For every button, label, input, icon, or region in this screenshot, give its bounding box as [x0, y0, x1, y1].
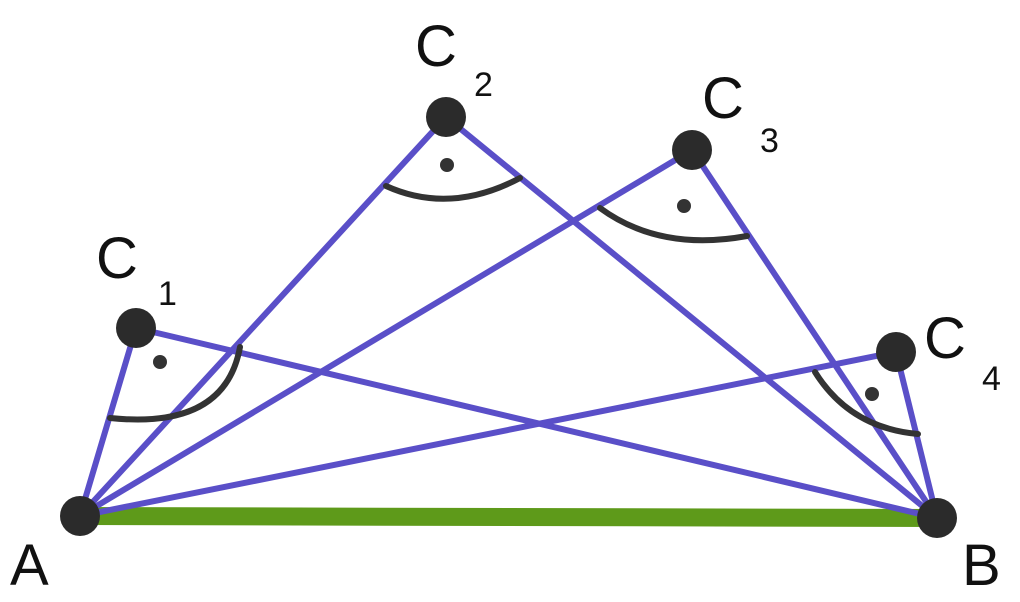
label-C3-sub: 3	[760, 122, 779, 160]
labels: A B C 1 C 2 C 3 C 4	[10, 14, 1001, 598]
segment-A-C3	[77, 147, 695, 519]
label-B: B	[962, 533, 1001, 598]
point-C4	[876, 332, 916, 372]
point-C3	[672, 130, 712, 170]
label-C2: C	[415, 14, 457, 79]
angle-arc-C4	[812, 369, 921, 437]
point-C2	[426, 97, 466, 137]
label-A: A	[10, 533, 49, 598]
label-C1-sub: 1	[158, 275, 177, 313]
segment-A-C1	[77, 325, 139, 519]
vertices	[60, 97, 957, 538]
label-C2-sub: 2	[474, 66, 493, 104]
angle-arc-C1	[107, 344, 243, 423]
segment-AB	[79, 507, 938, 527]
label-C1: C	[96, 226, 138, 291]
angle-dot-C1	[153, 355, 167, 369]
segment-A-C4	[77, 349, 899, 519]
angle-arc-C2	[383, 175, 523, 202]
angle-dot-C3	[677, 199, 691, 213]
label-C4-sub: 4	[982, 360, 1001, 398]
segment-C3-B	[689, 147, 940, 521]
point-B	[917, 498, 957, 538]
angle-arc-C3	[597, 205, 750, 244]
segment-C2-B	[443, 114, 940, 521]
point-C1	[116, 308, 156, 348]
right-angle-marks	[107, 158, 921, 437]
label-C4: C	[924, 306, 966, 371]
label-C3: C	[702, 66, 744, 131]
triangle-legs	[77, 114, 940, 521]
angle-dot-C2	[440, 158, 454, 172]
angle-dot-C4	[865, 387, 879, 401]
point-A	[60, 496, 100, 536]
